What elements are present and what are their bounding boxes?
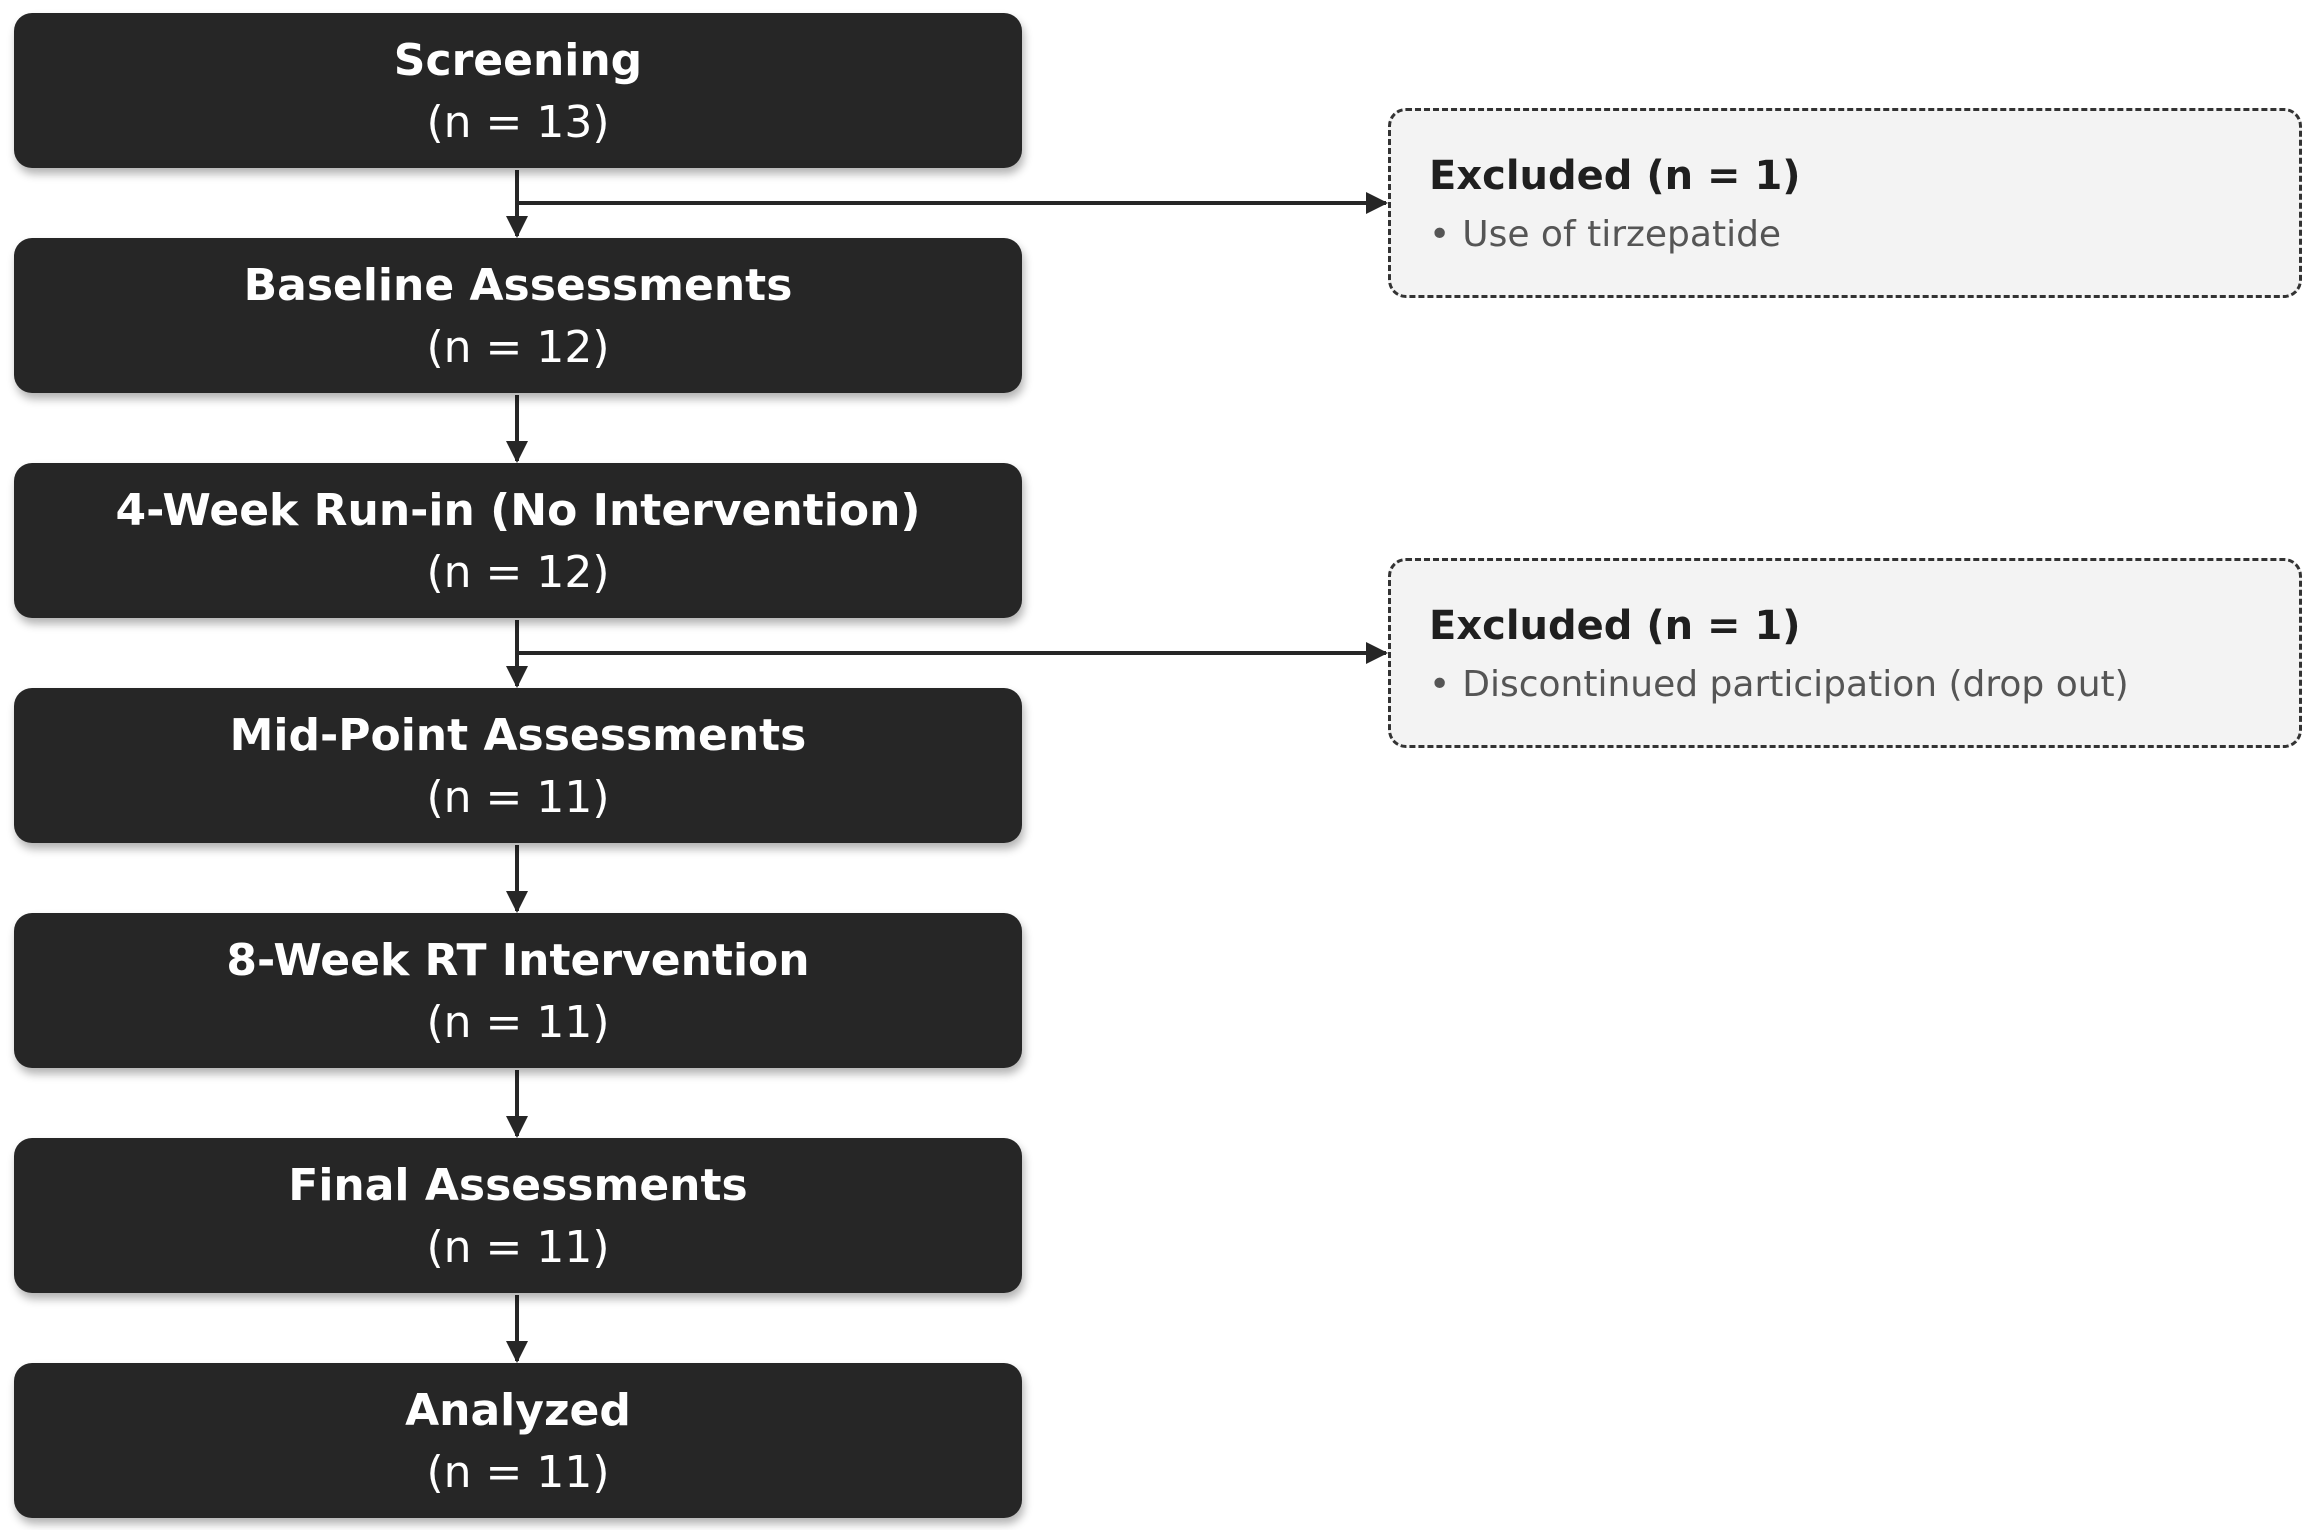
- bullet-icon: •: [1429, 214, 1451, 255]
- exclusion-box-1: Excluded (n = 1) • Use of tirzepatide: [1388, 108, 2302, 298]
- exclusion-reason-text: Discontinued participation (drop out): [1462, 664, 2129, 705]
- stage-count: (n = 12): [426, 322, 610, 373]
- exclusion-reason: • Use of tirzepatide: [1429, 214, 1781, 255]
- stage-screening: Screening (n = 13): [14, 13, 1022, 168]
- exclusion-reason-text: Use of tirzepatide: [1462, 214, 1782, 255]
- exclusion-box-2: Excluded (n = 1) • Discontinued participa…: [1388, 558, 2302, 748]
- stage-count: (n = 11): [426, 772, 610, 823]
- stage-title: Final Assessments: [288, 1160, 748, 1211]
- stage-title: Mid-Point Assessments: [229, 710, 807, 761]
- stage-title: 4-Week Run-in (No Intervention): [115, 485, 921, 536]
- stage-analyzed: Analyzed (n = 11): [14, 1363, 1022, 1518]
- stage-run-in: 4-Week Run-in (No Intervention) (n = 12): [14, 463, 1022, 618]
- exclusion-title: Excluded (n = 1): [1429, 153, 1801, 199]
- stage-title: Baseline Assessments: [243, 260, 793, 311]
- stage-count: (n = 11): [426, 997, 610, 1048]
- stage-mid-point-assessments: Mid-Point Assessments (n = 11): [14, 688, 1022, 843]
- stage-title: Analyzed: [405, 1385, 631, 1436]
- stage-count: (n = 11): [426, 1222, 610, 1273]
- stage-count: (n = 11): [426, 1447, 610, 1498]
- stage-title: Screening: [393, 35, 643, 86]
- stage-final-assessments: Final Assessments (n = 11): [14, 1138, 1022, 1293]
- stage-baseline-assessments: Baseline Assessments (n = 12): [14, 238, 1022, 393]
- stage-title: 8-Week RT Intervention: [226, 935, 810, 986]
- stage-count: (n = 12): [426, 547, 610, 598]
- exclusion-title: Excluded (n = 1): [1429, 603, 1801, 649]
- stage-rt-intervention: 8-Week RT Intervention (n = 11): [14, 913, 1022, 1068]
- bullet-icon: •: [1429, 664, 1451, 705]
- stage-count: (n = 13): [426, 97, 610, 148]
- exclusion-reason: • Discontinued participation (drop out): [1429, 664, 2129, 705]
